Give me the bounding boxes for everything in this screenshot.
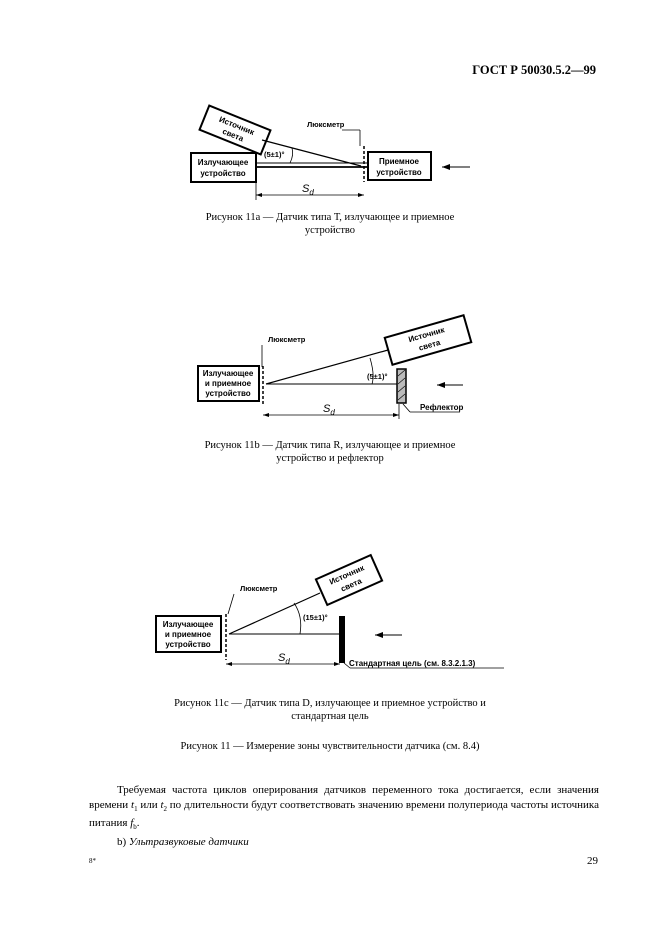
fig-b-emitter-line1: Излучающее	[203, 369, 254, 378]
fig-b-reflector	[396, 368, 407, 404]
fig-c-distance-label: Sd	[278, 652, 290, 666]
figure-11a: Излучающее устройство Источник света (5±…	[190, 104, 470, 200]
fig-b-distance-label: Sd	[323, 403, 335, 417]
figure-11c: Люксметр Источник света Излучающее и при…	[155, 553, 504, 669]
fig-b-caption: Рисунок 11b — Датчик типа R, излучающее …	[204, 440, 456, 464]
fig-c-angle-label: (15±1)°	[303, 613, 328, 622]
fig-a-receiver-line1: Приемное	[379, 157, 420, 166]
fig-c-emitter-box	[155, 615, 222, 653]
fig-a-receiver-line2: устройство	[376, 168, 421, 177]
fig-c-source-box	[314, 553, 384, 607]
fig-a-luxmeter-label: Люксметр	[307, 120, 345, 129]
fig-b-emitter-line2: и приемное	[205, 379, 252, 388]
fig-a-receiver-box	[367, 151, 432, 181]
fig-c-emitter-line3: устройство	[165, 640, 210, 649]
fig-c-emitter-line1: Излучающее	[163, 620, 214, 629]
fig-c-luxmeter-label: Люксметр	[240, 584, 278, 593]
body-text: Требуемая частота циклов оперирования да…	[89, 783, 599, 849]
fig-c-caption: Рисунок 11с — Датчик типа D, излучающее …	[174, 698, 486, 722]
fig-c-emitter-line2: и приемное	[165, 630, 212, 639]
fig-a-source-box	[198, 104, 272, 156]
fig-c-target	[339, 616, 345, 663]
fig-a-angle-label: (5±1)°	[264, 150, 284, 159]
page-number: 29	[587, 855, 598, 867]
fig-b-luxmeter-label: Люксметр	[268, 335, 306, 344]
figure-11b: Люксметр Источник света Излучающее и при…	[197, 314, 473, 419]
fig-a-caption: Рисунок 11а — Датчик типа Т, излучающее …	[205, 212, 455, 236]
paragraph-ac-sensors: Требуемая частота циклов оперирования да…	[89, 784, 599, 832]
fig-a-emitter-line1: Излучающее	[198, 158, 249, 167]
fig-a-emitter-line2: устройство	[200, 169, 245, 178]
fig-c-target-label: Стандартная цель (см. 8.3.2.1.3)	[349, 659, 476, 668]
figure-11-caption: Рисунок 11 — Измерение зоны чувствительн…	[180, 741, 480, 752]
document-header: ГОСТ Р 50030.5.2—99	[472, 63, 596, 77]
fig-b-angle-label: (5±1)°	[367, 372, 387, 381]
fig-b-source-box	[383, 314, 473, 366]
paragraph-ultrasonic-heading: b) Ультразвуковые датчики	[117, 835, 249, 848]
fig-a-distance-label: Sd	[302, 183, 314, 197]
fig-b-reflector-label: Рефлектор	[420, 403, 464, 412]
sheet-mark: 8*	[89, 857, 96, 865]
fig-b-emitter-line3: устройство	[205, 389, 250, 398]
fig-b-emitter-box	[197, 365, 260, 402]
